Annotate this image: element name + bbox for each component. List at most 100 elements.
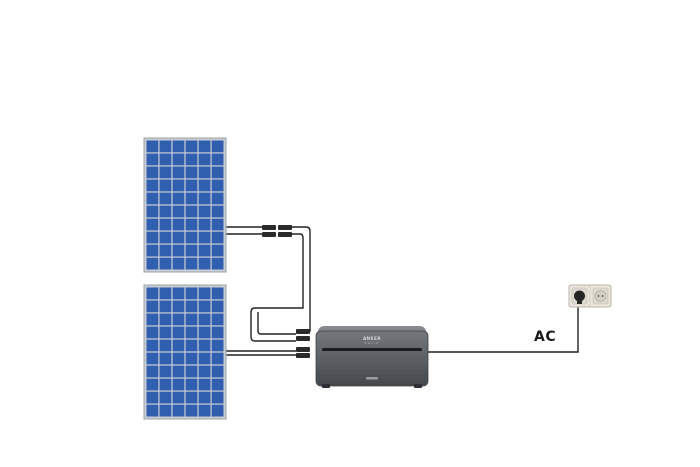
solar-cell: [172, 313, 185, 326]
solar-cell: [185, 166, 198, 179]
solar-cell: [211, 326, 224, 339]
connector: [296, 336, 310, 341]
solar-cell: [146, 352, 159, 365]
solar-cell: [185, 300, 198, 313]
solar-cell: [185, 231, 198, 244]
solar-cell: [146, 218, 159, 231]
solar-cell: [198, 257, 211, 270]
solar-cell: [159, 287, 172, 300]
solar-cell: [211, 257, 224, 270]
ac-connection-label: AC: [534, 329, 557, 345]
solar-cell: [185, 365, 198, 378]
solar-cell: [172, 287, 185, 300]
wall-socket-icon: [568, 284, 612, 308]
device-foot: [414, 384, 422, 388]
device-button: [366, 377, 378, 380]
solar-cell: [185, 339, 198, 352]
solar-cell: [185, 391, 198, 404]
solar-cell: [146, 192, 159, 205]
solar-cell: [185, 218, 198, 231]
solar-cell: [172, 192, 185, 205]
solar-cell: [159, 313, 172, 326]
panel-1-cable-b: [250, 233, 304, 342]
solar-cell: [198, 179, 211, 192]
solar-cell: [211, 231, 224, 244]
connector: [278, 232, 292, 237]
solar-cell: [185, 192, 198, 205]
solar-cell: [198, 205, 211, 218]
device-brand-label: ANKER: [363, 336, 381, 341]
ac-line: [424, 303, 579, 353]
solar-cell: [198, 153, 211, 166]
connectors: [262, 225, 310, 358]
solar-cell: [172, 166, 185, 179]
solar-cell: [185, 244, 198, 257]
solar-cell: [146, 231, 159, 244]
device-foot: [322, 384, 330, 388]
solar-cell: [198, 244, 211, 257]
solar-cell: [172, 218, 185, 231]
solar-cell: [198, 231, 211, 244]
solar-cell: [159, 218, 172, 231]
panel-1-cable-a: [292, 226, 311, 332]
wires: [225, 226, 579, 356]
solar-cell: [198, 313, 211, 326]
solar-cell: [146, 339, 159, 352]
solar-cell: [146, 326, 159, 339]
panel-1-cable-c: [257, 312, 296, 335]
solar-cell: [159, 378, 172, 391]
solar-cell: [198, 326, 211, 339]
solar-cell: [146, 300, 159, 313]
solar-cell: [185, 153, 198, 166]
solar-cell: [211, 140, 224, 153]
solar-cell: [198, 391, 211, 404]
solar-cell: [159, 339, 172, 352]
solar-cell: [185, 326, 198, 339]
plug-icon: [574, 290, 585, 302]
connector: [296, 353, 310, 358]
solar-cell: [172, 153, 185, 166]
solar-cell: [198, 352, 211, 365]
solar-cell: [185, 205, 198, 218]
solar-cell: [198, 140, 211, 153]
solar-cell: [159, 300, 172, 313]
solar-cell: [172, 378, 185, 391]
solar-cell: [146, 378, 159, 391]
solar-cell: [185, 140, 198, 153]
solar-cell: [198, 404, 211, 417]
solar-cell: [198, 218, 211, 231]
solar-cell: [146, 179, 159, 192]
solar-cell: [159, 257, 172, 270]
solar-cell: [211, 404, 224, 417]
solar-cell: [146, 404, 159, 417]
solar-cell: [146, 140, 159, 153]
solar-cell: [211, 365, 224, 378]
solar-cell: [172, 231, 185, 244]
solar-cell: [159, 244, 172, 257]
solar-cell: [198, 287, 211, 300]
solar-cell: [211, 166, 224, 179]
solar-cell: [159, 231, 172, 244]
solar-cell: [146, 313, 159, 326]
solar-cell: [172, 179, 185, 192]
solar-cell: [211, 300, 224, 313]
solar-cell: [172, 257, 185, 270]
solar-cell: [211, 378, 224, 391]
solar-cell: [146, 244, 159, 257]
solar-cell: [172, 244, 185, 257]
solar-cell: [185, 352, 198, 365]
solar-cell: [172, 365, 185, 378]
solar-cell: [146, 287, 159, 300]
solar-cell: [172, 339, 185, 352]
solar-cell: [172, 404, 185, 417]
solar-cell: [159, 140, 172, 153]
solar-cell: [159, 166, 172, 179]
solar-cell: [159, 153, 172, 166]
solar-cell: [159, 205, 172, 218]
solar-cell: [211, 287, 224, 300]
solar-cell: [172, 300, 185, 313]
solar-cell: [211, 218, 224, 231]
solar-cell: [146, 153, 159, 166]
solar-cell: [198, 339, 211, 352]
solar-cell: [211, 153, 224, 166]
